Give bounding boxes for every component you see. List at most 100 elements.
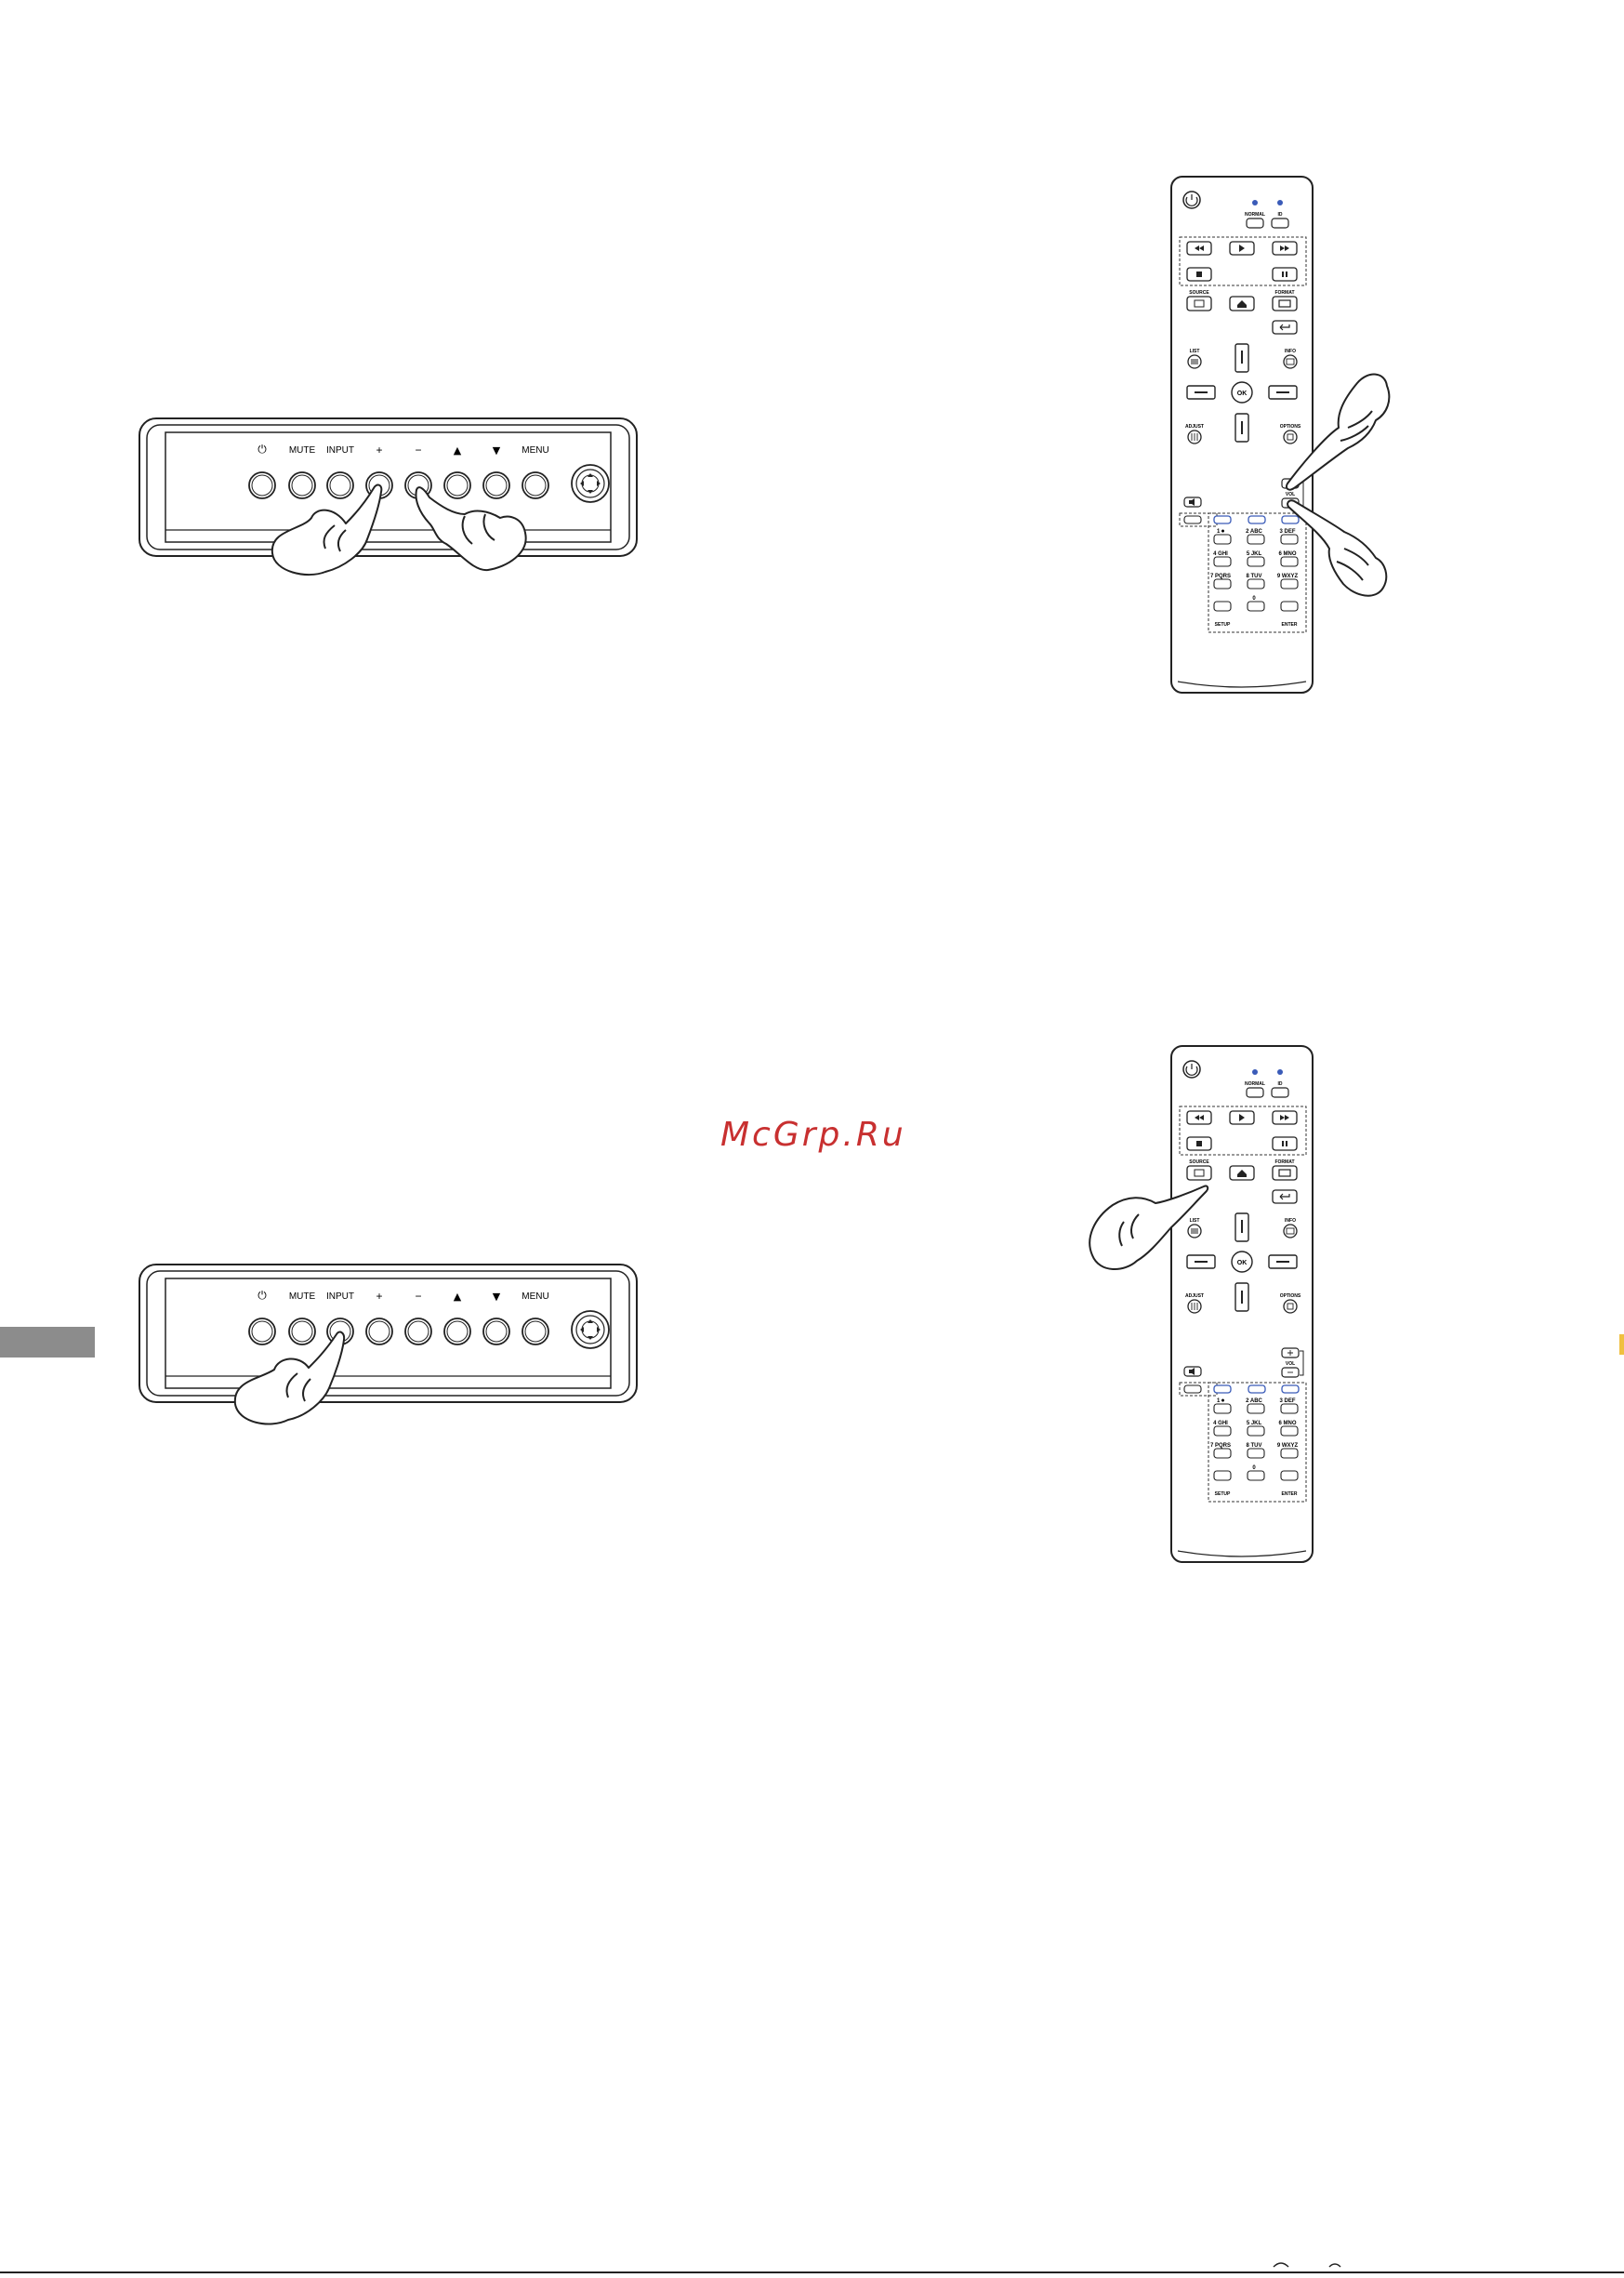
pause-button[interactable] bbox=[1272, 267, 1298, 282]
panel-button-menu[interactable] bbox=[522, 471, 549, 499]
keypad-button[interactable] bbox=[1247, 534, 1265, 545]
source-button[interactable] bbox=[1186, 1165, 1212, 1181]
stop-button[interactable] bbox=[1186, 1136, 1212, 1151]
play-button[interactable] bbox=[1229, 1110, 1255, 1125]
color-key-button[interactable] bbox=[1248, 1384, 1266, 1394]
panel-joystick-icon[interactable] bbox=[571, 1310, 610, 1349]
format-button[interactable] bbox=[1272, 1165, 1298, 1181]
list-button[interactable] bbox=[1187, 1224, 1202, 1238]
panel-button-plus[interactable] bbox=[365, 1318, 393, 1345]
volume-up-button[interactable] bbox=[1281, 1347, 1300, 1358]
panel-label-minus: − bbox=[415, 1290, 421, 1303]
ok-button[interactable]: OK bbox=[1231, 1251, 1253, 1273]
keypad-button[interactable] bbox=[1247, 1470, 1265, 1481]
keypad-button[interactable] bbox=[1213, 1425, 1232, 1437]
panel-button-menu[interactable] bbox=[522, 1318, 549, 1345]
panel-label-power: ⏻ bbox=[257, 1289, 267, 1302]
keypad-button[interactable] bbox=[1247, 556, 1265, 567]
keypad-button[interactable] bbox=[1280, 1403, 1299, 1414]
keypad-button[interactable] bbox=[1280, 1470, 1299, 1481]
dpad-left-button[interactable] bbox=[1186, 385, 1216, 400]
fast-forward-button[interactable] bbox=[1272, 241, 1298, 256]
id-button[interactable] bbox=[1271, 218, 1289, 229]
keypad-button[interactable] bbox=[1213, 1448, 1232, 1459]
home-button[interactable] bbox=[1229, 296, 1255, 311]
keypad-button[interactable] bbox=[1280, 601, 1299, 612]
dpad-right-button[interactable] bbox=[1268, 385, 1298, 400]
dpad-down-button[interactable] bbox=[1235, 1282, 1249, 1312]
dpad-up-button[interactable] bbox=[1235, 343, 1249, 373]
keypad-button[interactable] bbox=[1213, 534, 1232, 545]
options-button[interactable] bbox=[1283, 430, 1298, 444]
keypad-button[interactable] bbox=[1247, 578, 1265, 589]
keypad-button[interactable] bbox=[1280, 1448, 1299, 1459]
keypad-button[interactable] bbox=[1247, 1403, 1265, 1414]
rewind-button[interactable] bbox=[1186, 241, 1212, 256]
back-button[interactable] bbox=[1272, 1189, 1298, 1204]
hand-pointer-icon bbox=[271, 483, 383, 576]
keypad-button[interactable] bbox=[1247, 1448, 1265, 1459]
fast-forward-button[interactable] bbox=[1272, 1110, 1298, 1125]
keypad-label: ENTER bbox=[1282, 622, 1298, 628]
panel-button-mute[interactable] bbox=[288, 471, 316, 499]
remote-power-icon[interactable] bbox=[1182, 191, 1201, 209]
panel-button-mute[interactable] bbox=[288, 1318, 316, 1345]
dpad-right-button[interactable] bbox=[1268, 1254, 1298, 1269]
color-key-button[interactable] bbox=[1183, 515, 1202, 524]
pause-button[interactable] bbox=[1272, 1136, 1298, 1151]
ok-button[interactable]: OK bbox=[1231, 381, 1253, 404]
keypad-button[interactable] bbox=[1213, 1403, 1232, 1414]
info-button[interactable] bbox=[1283, 354, 1298, 369]
keypad-label: 6 MNO bbox=[1278, 1421, 1296, 1426]
keypad-button[interactable] bbox=[1213, 1470, 1232, 1481]
dpad-left-button[interactable] bbox=[1186, 1254, 1216, 1269]
adjust-button[interactable] bbox=[1187, 430, 1202, 444]
color-key-button[interactable] bbox=[1248, 515, 1266, 524]
panel-joystick-icon[interactable] bbox=[571, 464, 610, 503]
dpad-up-button[interactable] bbox=[1235, 1212, 1249, 1242]
back-button[interactable] bbox=[1272, 320, 1298, 335]
adjust-button[interactable] bbox=[1187, 1299, 1202, 1314]
keypad-button[interactable] bbox=[1280, 1425, 1299, 1437]
panel-button-down[interactable] bbox=[482, 1318, 510, 1345]
rewind-button[interactable] bbox=[1186, 1110, 1212, 1125]
normal-button[interactable] bbox=[1246, 218, 1264, 229]
keypad-button[interactable] bbox=[1247, 601, 1265, 612]
mute-button[interactable] bbox=[1183, 497, 1202, 508]
source-button[interactable] bbox=[1186, 296, 1212, 311]
volume-down-button[interactable] bbox=[1281, 1367, 1300, 1378]
dpad-down-button[interactable] bbox=[1235, 413, 1249, 443]
remote-power-icon[interactable] bbox=[1182, 1060, 1201, 1079]
color-key-button[interactable] bbox=[1281, 515, 1300, 524]
play-button[interactable] bbox=[1229, 241, 1255, 256]
normal-button[interactable] bbox=[1246, 1087, 1264, 1098]
panel-button-power[interactable] bbox=[248, 471, 276, 499]
panel-button-minus[interactable] bbox=[404, 1318, 432, 1345]
color-key-button[interactable] bbox=[1213, 515, 1232, 524]
id-button[interactable] bbox=[1271, 1087, 1289, 1098]
section-tab bbox=[0, 1327, 95, 1358]
home-button[interactable] bbox=[1229, 1165, 1255, 1181]
keypad-button[interactable] bbox=[1213, 601, 1232, 612]
color-key-button[interactable] bbox=[1281, 1384, 1300, 1394]
keypad-button[interactable] bbox=[1280, 556, 1299, 567]
color-key-button[interactable] bbox=[1183, 1384, 1202, 1394]
color-key-button[interactable] bbox=[1213, 1384, 1232, 1394]
mute-button[interactable] bbox=[1183, 1366, 1202, 1377]
panel-button-input[interactable] bbox=[326, 471, 354, 499]
panel-button-up[interactable] bbox=[443, 1318, 471, 1345]
panel-button-up[interactable] bbox=[443, 471, 471, 499]
keypad-button[interactable] bbox=[1213, 578, 1232, 589]
info-button[interactable] bbox=[1283, 1224, 1298, 1238]
keypad-button[interactable] bbox=[1247, 1425, 1265, 1437]
format-button[interactable] bbox=[1272, 296, 1298, 311]
keypad-button[interactable] bbox=[1213, 556, 1232, 567]
stop-button[interactable] bbox=[1186, 267, 1212, 282]
keypad-button[interactable] bbox=[1280, 534, 1299, 545]
list-button[interactable] bbox=[1187, 354, 1202, 369]
panel-label-plus: + bbox=[376, 444, 382, 457]
panel-button-power[interactable] bbox=[248, 1318, 276, 1345]
keypad-button[interactable] bbox=[1280, 578, 1299, 589]
panel-button-down[interactable] bbox=[482, 471, 510, 499]
options-button[interactable] bbox=[1283, 1299, 1298, 1314]
